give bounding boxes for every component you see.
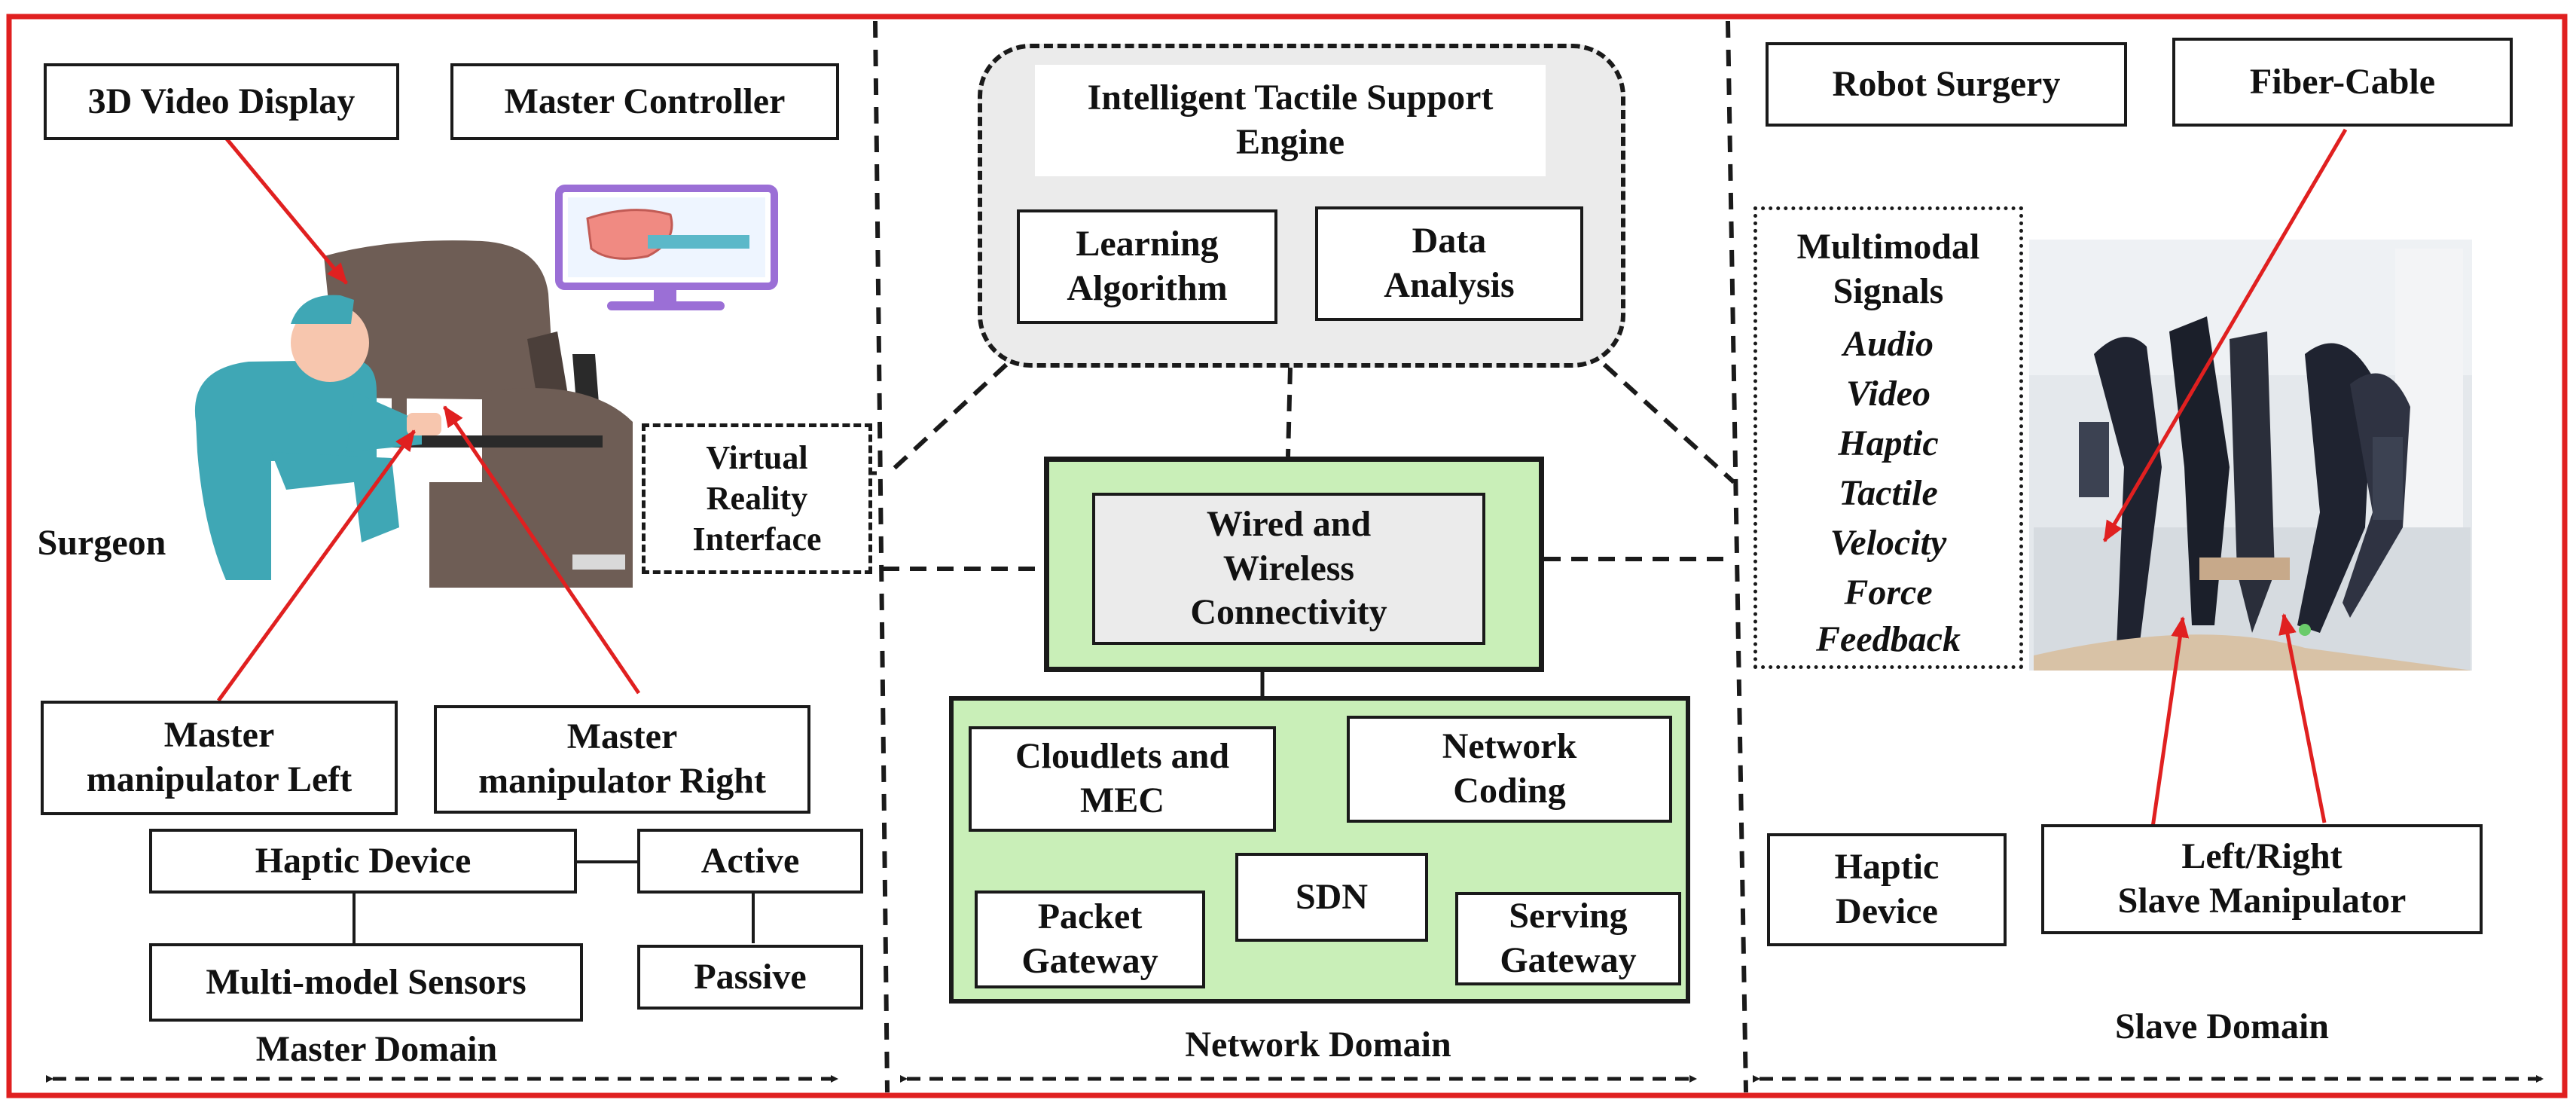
signal-video: Video	[1845, 373, 1930, 414]
master-domain-label: Master Domain	[255, 1028, 498, 1069]
signal-tactile: Tactile	[1839, 472, 1938, 513]
video-display-box: 3D Video Display	[44, 63, 399, 140]
passive-box: Passive	[637, 945, 863, 1010]
signal-velocity: Velocity	[1830, 522, 1947, 563]
slave-haptic-device-box: Haptic Device	[1767, 833, 2007, 946]
outer-frame	[6, 14, 2568, 1098]
robot-surgery-box: Robot Surgery	[1766, 42, 2127, 127]
data-analysis-box: Data Analysis	[1315, 206, 1583, 321]
signal-audio: Audio	[1842, 323, 1934, 364]
arrow-slave-right	[2278, 613, 2327, 823]
packet-gateway-box: Packet Gateway	[975, 891, 1205, 988]
serving-gateway-box: Serving Gateway	[1455, 892, 1681, 985]
sdn-box: SDN	[1235, 853, 1428, 942]
multi-model-sensors-box: Multi-model Sensors	[149, 943, 583, 1022]
connectivity-box: Wired and Wireless Connectivity	[1092, 493, 1485, 645]
arrow-slave-left	[2150, 616, 2190, 828]
arrow-display-to-console	[220, 131, 348, 285]
signals-title: Multimodal Signals	[1796, 227, 1980, 311]
engine-link-center	[1286, 367, 1293, 457]
slave-manipulator-box: Left/Right Slave Manipulator	[2041, 824, 2483, 934]
multimodal-signals-box	[1753, 206, 2023, 669]
engine-link-left	[885, 362, 1009, 477]
arrow-left-manipulator	[216, 429, 417, 702]
vr-interface-box: Virtual Reality Interface	[642, 423, 872, 574]
haptic-device-box: Haptic Device	[149, 829, 577, 894]
master-manipulator-left-box: Master manipulator Left	[41, 701, 398, 815]
fiber-cable-box: Fiber-Cable	[2172, 38, 2513, 127]
signal-force: Force	[1844, 572, 1933, 613]
arrow-fiber-cable	[2102, 128, 2348, 542]
robot-surgery-photo	[2029, 240, 2472, 671]
signal-haptic: Haptic	[1838, 423, 1939, 463]
divider-network-slave	[1726, 20, 1748, 1093]
signal-feedback: Feedback	[1816, 619, 1961, 659]
master-manipulator-right-box: Master manipulator Right	[434, 705, 810, 814]
divider-master-network	[873, 20, 890, 1093]
master-controller-box: Master Controller	[450, 63, 839, 140]
active-box: Active	[637, 829, 863, 894]
arrow-right-manipulator	[442, 405, 641, 695]
engine-link-right	[1602, 362, 1736, 484]
monitor-illustration	[555, 185, 778, 310]
surgeon-console-illustration	[194, 240, 633, 588]
network-coding-box: Network Coding	[1347, 716, 1672, 823]
learning-algorithm-box: Learning Algorithm	[1017, 209, 1277, 324]
slave-domain-label: Slave Domain	[2114, 1006, 2329, 1046]
engine-title: Intelligent Tactile Support Engine	[1035, 65, 1546, 176]
network-domain-label: Network Domain	[1185, 1024, 1451, 1065]
surgeon-label: Surgeon	[37, 522, 166, 563]
cloudlets-mec-box: Cloudlets and MEC	[969, 726, 1276, 832]
